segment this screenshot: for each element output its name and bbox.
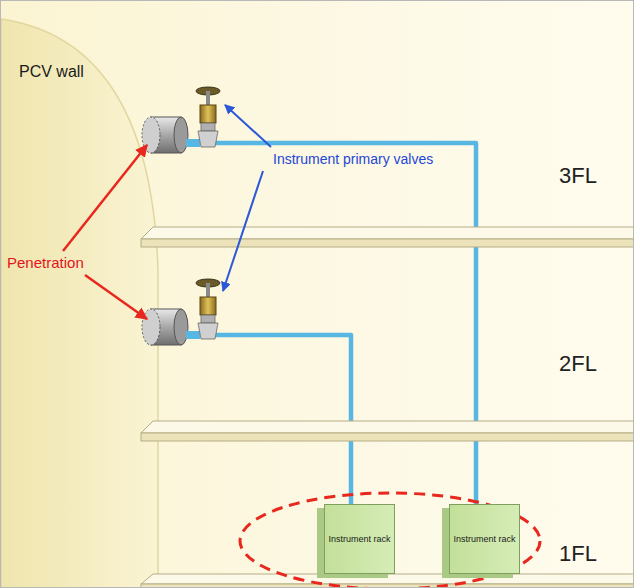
leader-arrow: [85, 275, 147, 319]
floor-label: 1FL: [559, 541, 597, 566]
rack-label: Instrument rack: [453, 534, 515, 544]
highlight-ellipse: [240, 493, 540, 588]
floor-label: 3FL: [559, 163, 597, 188]
callout-label: Instrument primary valves: [273, 151, 433, 167]
leader-arrow: [63, 145, 147, 251]
floor-label: 2FL: [559, 351, 597, 376]
valve-symbol: [196, 279, 220, 339]
instrument-rack: Instrument rack: [449, 504, 520, 574]
rack-label: Instrument rack: [328, 534, 390, 544]
penetration-symbol: [142, 117, 200, 153]
wall-label: PCV wall: [19, 63, 84, 81]
floor-slab: [141, 574, 634, 588]
valve-symbol: [196, 87, 220, 147]
instrument-pipe: [213, 143, 476, 507]
pcv-wall: [1, 19, 158, 588]
floor-slab: [141, 227, 634, 247]
floor-slab: [141, 421, 634, 441]
instrument-rack: Instrument rack: [324, 504, 395, 574]
leader-arrow: [223, 171, 263, 291]
leader-arrow: [225, 105, 271, 147]
callout-label: Penetration: [7, 254, 84, 271]
penetration-symbol: [142, 309, 200, 345]
